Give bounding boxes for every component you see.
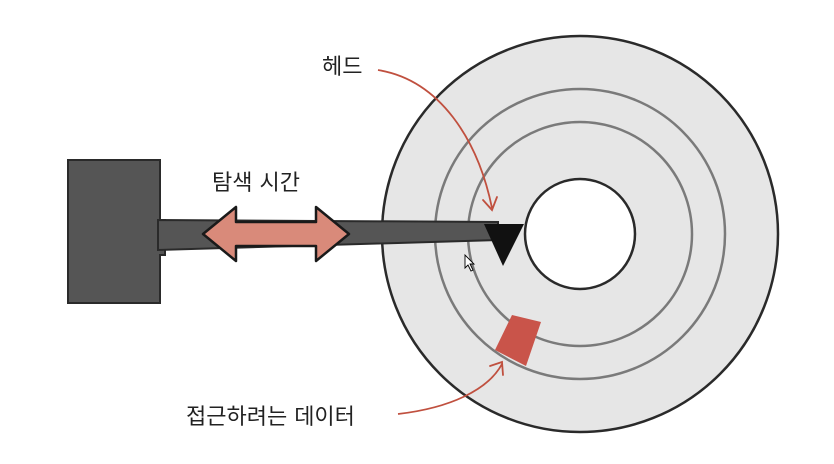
data-annotation-arrow (397, 360, 504, 415)
mouse-pointer-icon (464, 253, 476, 272)
read-write-head (484, 224, 524, 266)
head-label: 헤드 (322, 55, 362, 80)
disk-platter (380, 34, 780, 434)
actuator-body (67, 159, 166, 304)
target-data-label: 접근하려는 데이터 (186, 405, 355, 430)
data-sector (495, 315, 541, 366)
spindle-hole (523, 177, 637, 291)
head-annotation-arrow (377, 69, 498, 212)
seek-time-label: 탐색 시간 (212, 171, 300, 196)
seek-time-arrow (201, 205, 351, 263)
